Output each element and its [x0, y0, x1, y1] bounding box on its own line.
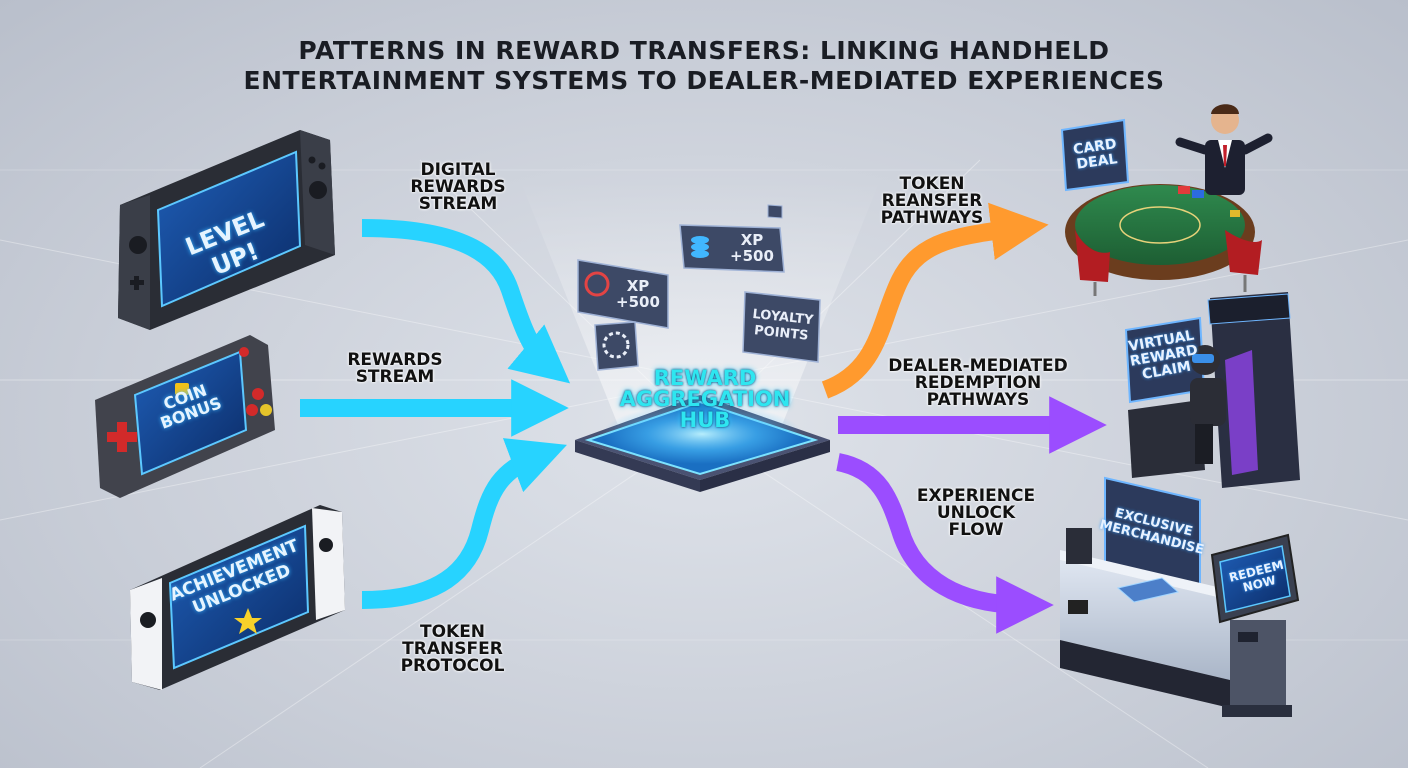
label-rewards-stream: REWARDS STREAM — [330, 352, 460, 386]
label-rewards-line-1: REWARDS — [347, 350, 443, 370]
page-title-line-2: ENTERTAINMENT SYSTEMS TO DEALER-MEDIATED… — [243, 66, 1165, 95]
vr-user-figure — [1190, 345, 1226, 464]
badge-chip — [594, 321, 639, 371]
barcode-icon — [1068, 600, 1088, 614]
flow-experience-unlock — [835, 453, 1054, 634]
hub-label-line-2: AGGREGATION — [619, 387, 791, 411]
white-handheld-achievement — [130, 505, 345, 690]
badge-small-top — [767, 204, 783, 219]
badge-xp-top-text: XP +500 — [722, 232, 782, 264]
label-experience-line-2: UNLOCK — [936, 503, 1016, 523]
label-token-pathways-line-2: REANSFER — [881, 191, 983, 211]
hub-label-line-3: HUB — [679, 408, 731, 432]
output-flows — [821, 202, 1107, 634]
label-dealer-mediated-redemption: DEALER-MEDIATED REDEMPTION PATHWAYS — [870, 358, 1086, 409]
badge-xp-top-line-1: XP — [740, 231, 764, 249]
vr-booth-scene — [1124, 292, 1300, 488]
label-experience-line-3: FLOW — [948, 520, 1004, 540]
retro-handheld-coin-bonus — [95, 335, 275, 498]
label-dealer-line-2: REDEMPTION — [914, 373, 1042, 393]
dealer-figure — [1175, 104, 1273, 195]
label-digital-rewards-stream: DIGITAL REWARDS STREAM — [398, 162, 518, 213]
label-token-transfer-protocol: TOKEN TRANSFER PROTOCOL — [385, 624, 520, 675]
kiosk — [1210, 533, 1300, 717]
label-experience-line-1: EXPERIENCE — [916, 486, 1036, 506]
star-icon — [234, 608, 262, 634]
flow-token-transfer-protocol — [361, 438, 567, 609]
coin-stack-icon — [691, 236, 709, 258]
label-dealer-line-3: PATHWAYS — [926, 390, 1030, 410]
flow-token-transfer-pathways — [821, 202, 1049, 399]
flow-digital-rewards-stream — [361, 219, 571, 384]
label-token-protocol-line-3: PROTOCOL — [400, 656, 505, 676]
card-table-scene — [1060, 104, 1273, 296]
label-token-protocol-line-1: TOKEN — [419, 622, 486, 642]
label-token-protocol-line-2: TRANSFER — [402, 639, 503, 659]
chip-stack-icon — [1178, 186, 1240, 217]
page-title-line-1: PATTERNS IN REWARD TRANSFERS: LINKING HA… — [298, 36, 1110, 65]
handheld-console-level-up — [118, 130, 335, 330]
label-dealer-line-1: DEALER-MEDIATED — [888, 356, 1068, 376]
label-digital-rewards-line-2: REWARDS — [410, 177, 506, 197]
badge-xp-top — [679, 224, 785, 273]
dpad-icon — [107, 422, 137, 452]
label-token-pathways-line-3: PATHWAYS — [880, 208, 984, 228]
label-rewards-line-2: STREAM — [355, 367, 435, 387]
input-flows — [300, 219, 571, 609]
label-digital-rewards-line-3: STREAM — [418, 194, 498, 214]
label-experience-unlock-flow: EXPERIENCE UNLOCK FLOW — [898, 488, 1054, 539]
badge-xp-top-line-2: +500 — [730, 247, 774, 265]
badge-xp-left — [577, 259, 669, 329]
hub-label: REWARD AGGREGATION HUB — [610, 368, 800, 431]
poker-chip-icon — [602, 331, 630, 359]
refresh-icon — [584, 271, 610, 297]
label-token-pathways-line-1: TOKEN — [899, 174, 965, 194]
label-token-transfer-pathways: TOKEN REANSFER PATHWAYS — [862, 176, 1002, 227]
badge-xp-left-line-2: +500 — [616, 293, 660, 311]
badge-xp-left-text: XP +500 — [608, 278, 668, 310]
label-digital-rewards-line-1: DIGITAL — [420, 160, 496, 180]
badge-loyalty — [742, 291, 821, 363]
badge-xp-left-line-1: XP — [626, 277, 650, 295]
hub-label-line-1: REWARD — [653, 366, 757, 390]
coin-icon — [175, 383, 189, 395]
merch-stand-scene — [1060, 476, 1230, 708]
